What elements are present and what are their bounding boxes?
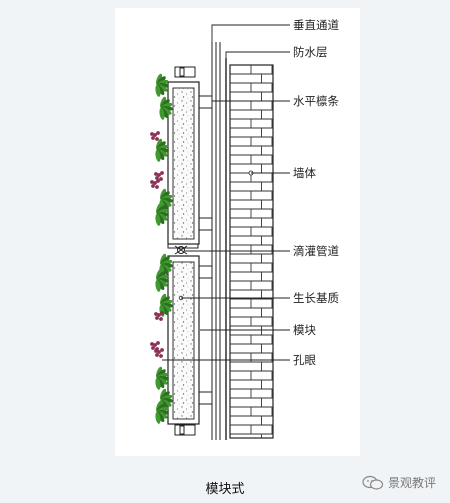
plant-leaf <box>155 279 161 292</box>
plant-flower <box>155 176 159 180</box>
plant-flower <box>156 179 160 183</box>
plant-flower <box>155 185 159 189</box>
plant-flower <box>160 348 164 352</box>
module-upper <box>167 81 200 245</box>
drip-pipe <box>167 243 199 255</box>
plant-leaf <box>155 213 161 226</box>
plant-flower <box>159 354 163 358</box>
plant-leaf <box>155 411 161 424</box>
plant-flower <box>150 342 154 346</box>
label-drip-pipe: 滴灌管道 <box>293 244 339 258</box>
plant-flower <box>155 316 159 320</box>
plant-flower <box>160 171 164 175</box>
label-growth-medium: 生长基质 <box>293 291 339 305</box>
plant-leaf <box>155 149 161 162</box>
plant-flower <box>154 312 158 316</box>
plant-flower <box>157 313 161 317</box>
plant-flower <box>150 180 154 184</box>
label-module: 模块 <box>293 323 316 337</box>
plant-leaf <box>159 107 165 120</box>
label-wall: 墙体 <box>293 166 316 180</box>
label-horizontal-purlin: 水平檩条 <box>293 94 339 108</box>
plant-flower <box>153 133 157 137</box>
plant-flower <box>157 173 161 177</box>
plant-flower <box>153 343 157 347</box>
watermark: 景观教评 <box>362 474 436 491</box>
plant-flower <box>155 353 159 357</box>
plant-flower <box>150 132 154 136</box>
plant-flower <box>151 346 155 350</box>
plant-flower <box>160 311 164 315</box>
module-caps <box>174 66 196 436</box>
plant-flower <box>156 131 160 135</box>
wechat-icon <box>362 475 384 490</box>
plants <box>150 73 173 424</box>
horizontal-purlins <box>198 95 213 405</box>
plant-flower <box>157 350 161 354</box>
plant-leaf <box>155 84 161 97</box>
plant-flower <box>154 349 158 353</box>
vertical-channel <box>211 42 221 440</box>
module-lower <box>167 255 200 425</box>
plant-flower <box>155 137 159 141</box>
plant-flower <box>159 177 163 181</box>
plant-flower <box>151 136 155 140</box>
leader-lines <box>162 24 290 361</box>
plant-flower <box>154 172 158 176</box>
figure-caption: 模块式 <box>205 482 245 497</box>
label-hole: 孔眼 <box>293 353 316 367</box>
watermark-text: 景观教评 <box>387 476 436 490</box>
label-waterproof-layer: 防水层 <box>293 45 328 59</box>
plant-flower <box>153 181 157 185</box>
plant-flower <box>151 184 155 188</box>
plant-flower <box>159 317 163 321</box>
plant-leaf <box>155 377 161 390</box>
plant-flower <box>156 341 160 345</box>
label-vertical-channel: 垂直通道 <box>293 18 339 32</box>
brick-wall <box>229 64 274 439</box>
